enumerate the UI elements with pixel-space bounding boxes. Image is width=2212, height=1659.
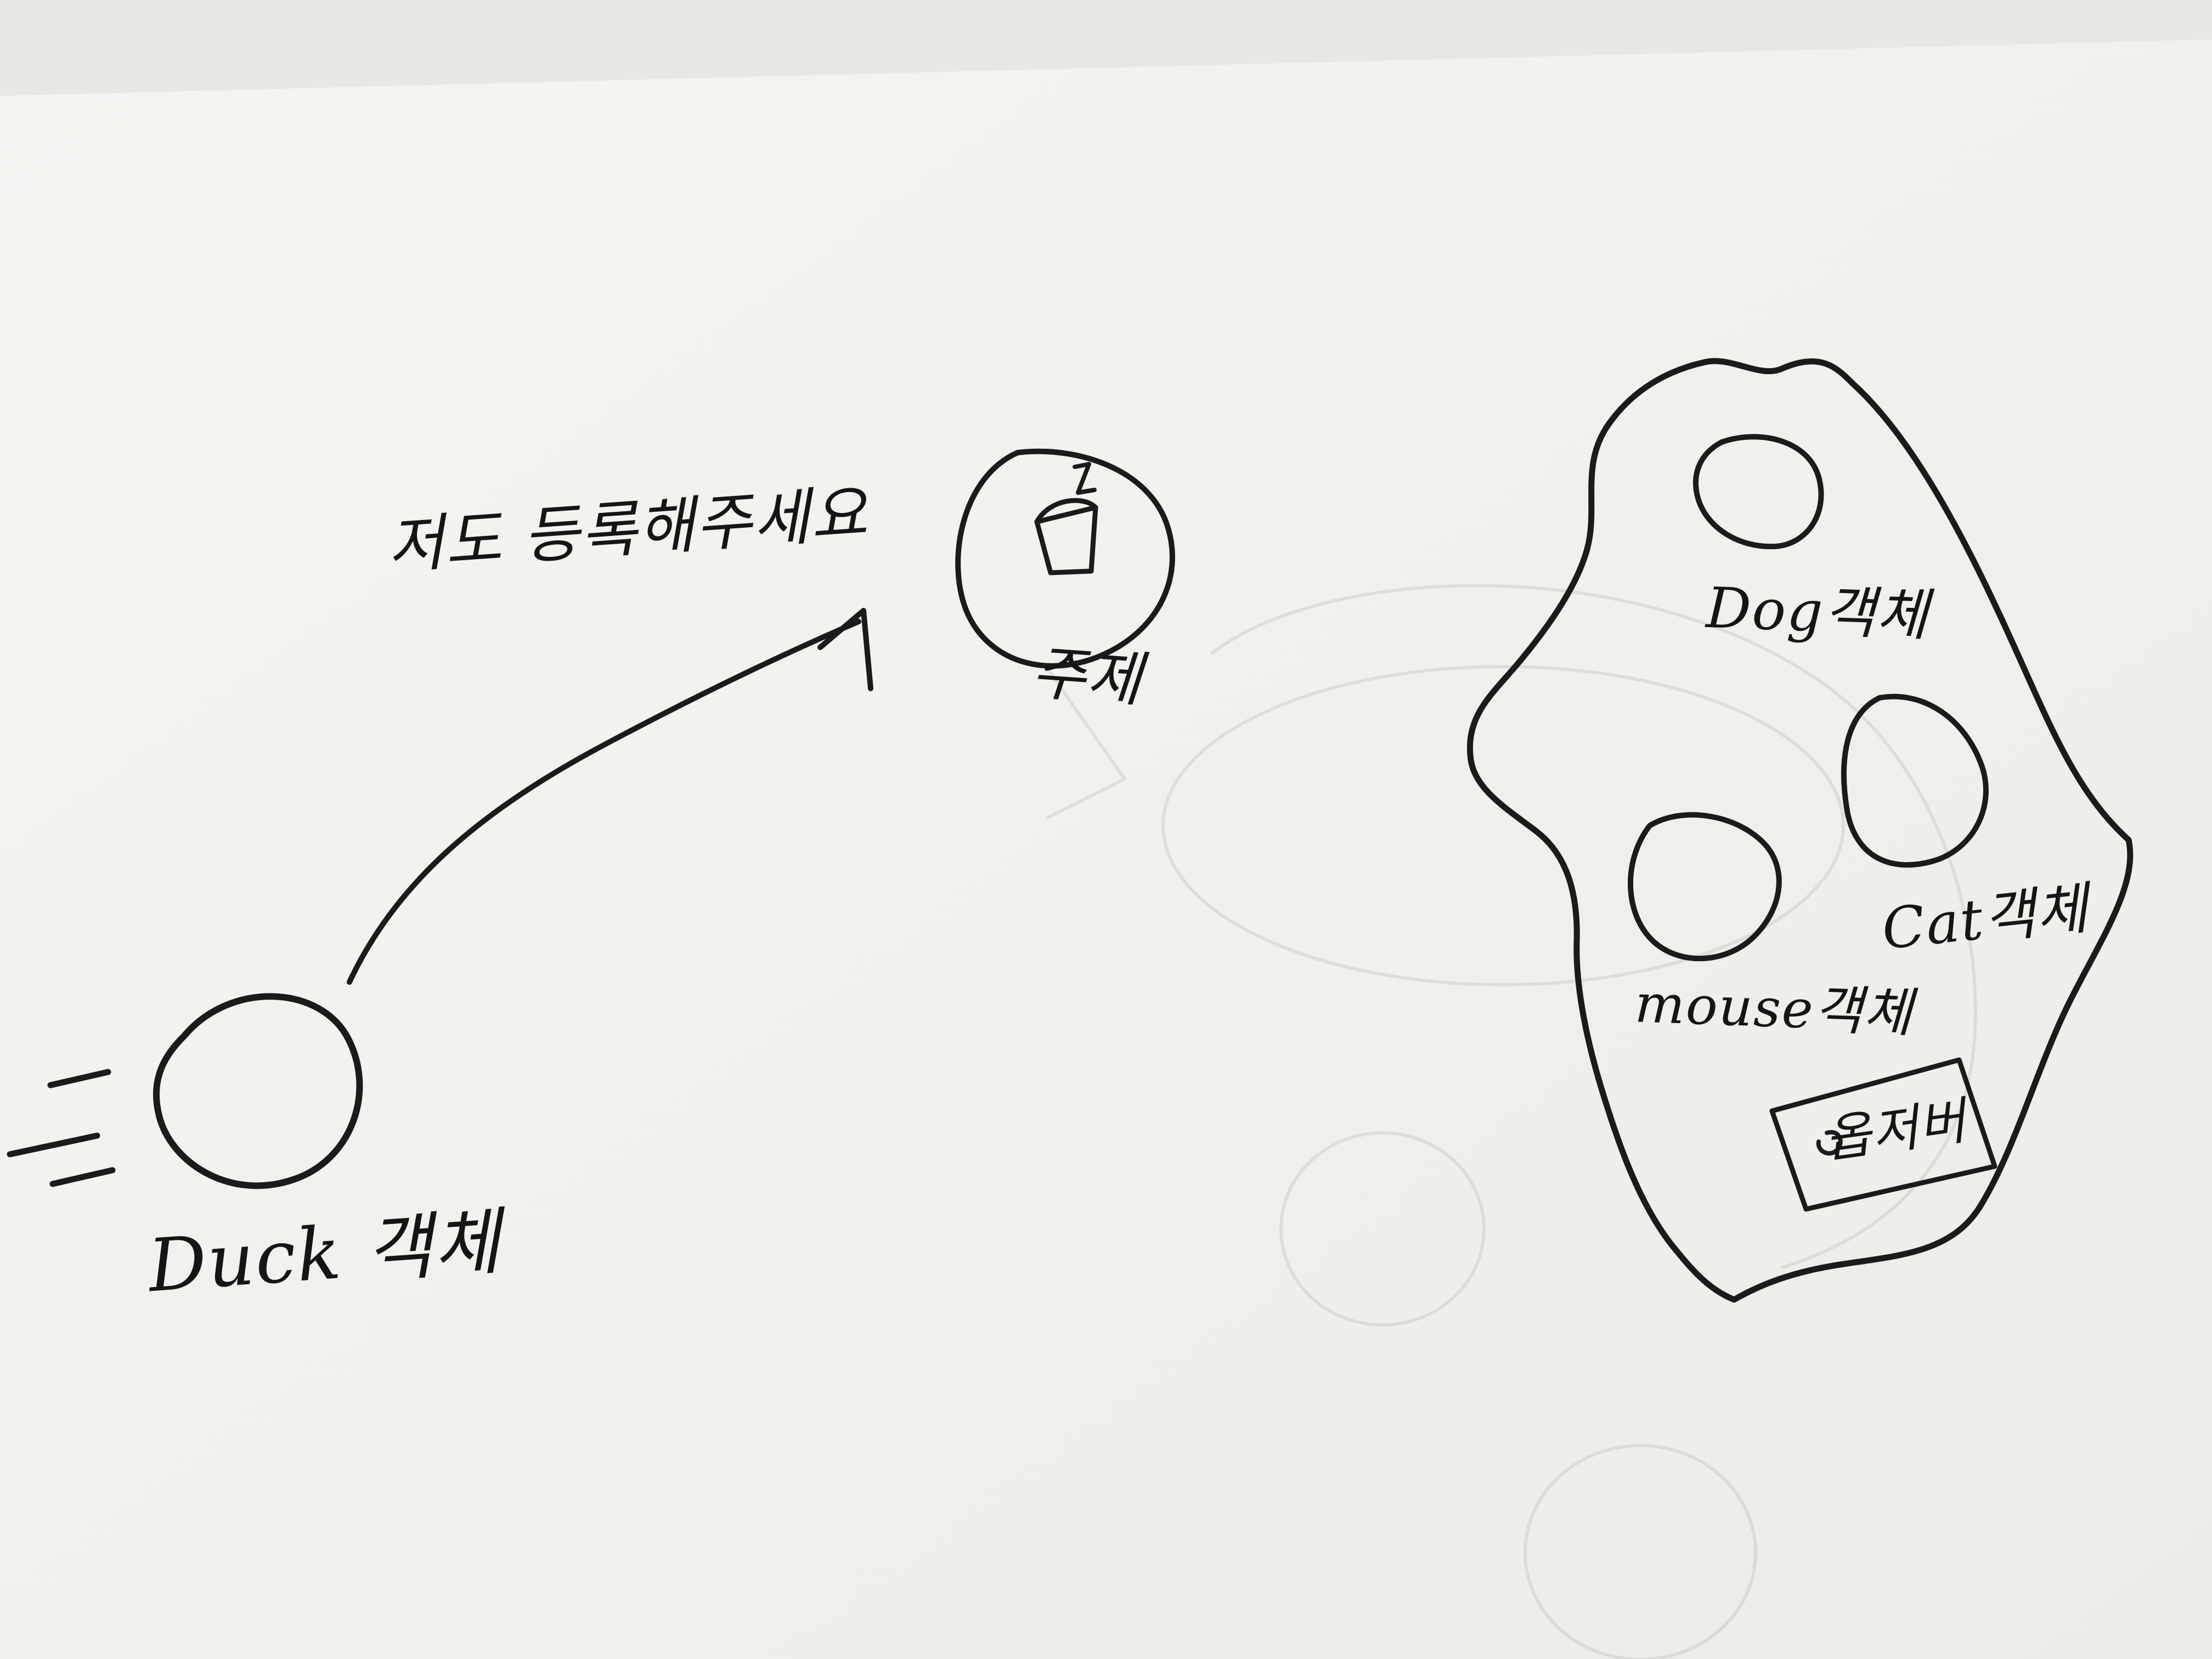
paper-sheet	[0, 40, 2212, 1659]
duck-motion-line-bottom	[49, 1167, 116, 1187]
subject-label: 주제	[1029, 639, 1145, 715]
duck-circle	[153, 993, 363, 1189]
observer-box	[1769, 1057, 1997, 1212]
cat-circle	[1841, 693, 1989, 868]
bucket-mark-icon	[1073, 462, 1097, 495]
observer-ring-icon	[1816, 1130, 1843, 1156]
arrow-head	[817, 608, 873, 691]
mouse-object-label: mouse객체	[1634, 973, 1915, 1044]
dog-object-label: Dog객체	[1705, 575, 1931, 649]
faint-blob-arc	[1211, 584, 1977, 1269]
observer-group	[1467, 358, 2134, 1303]
duck-motion-line-middle	[7, 1132, 100, 1158]
dog-circle	[1693, 434, 1824, 550]
arrow-curve	[347, 619, 861, 985]
observer-blob	[1467, 358, 2134, 1303]
mouse-circle	[1628, 812, 1782, 962]
faint-oval	[1161, 665, 1845, 986]
duck-motion-line-top	[47, 1069, 111, 1088]
faint-circle-two	[1523, 1444, 1757, 1659]
bucket-handle-icon	[1034, 498, 1098, 524]
duck-object	[7, 993, 363, 1189]
registration-arrow	[347, 608, 873, 985]
subject-circle	[955, 448, 1175, 669]
faint-bracket	[1046, 668, 1126, 819]
faint-circle-one	[1279, 1131, 1486, 1327]
bleed-through-sketch	[1046, 584, 1977, 1659]
bucket-icon	[1034, 505, 1098, 575]
subject-object	[955, 448, 1175, 669]
